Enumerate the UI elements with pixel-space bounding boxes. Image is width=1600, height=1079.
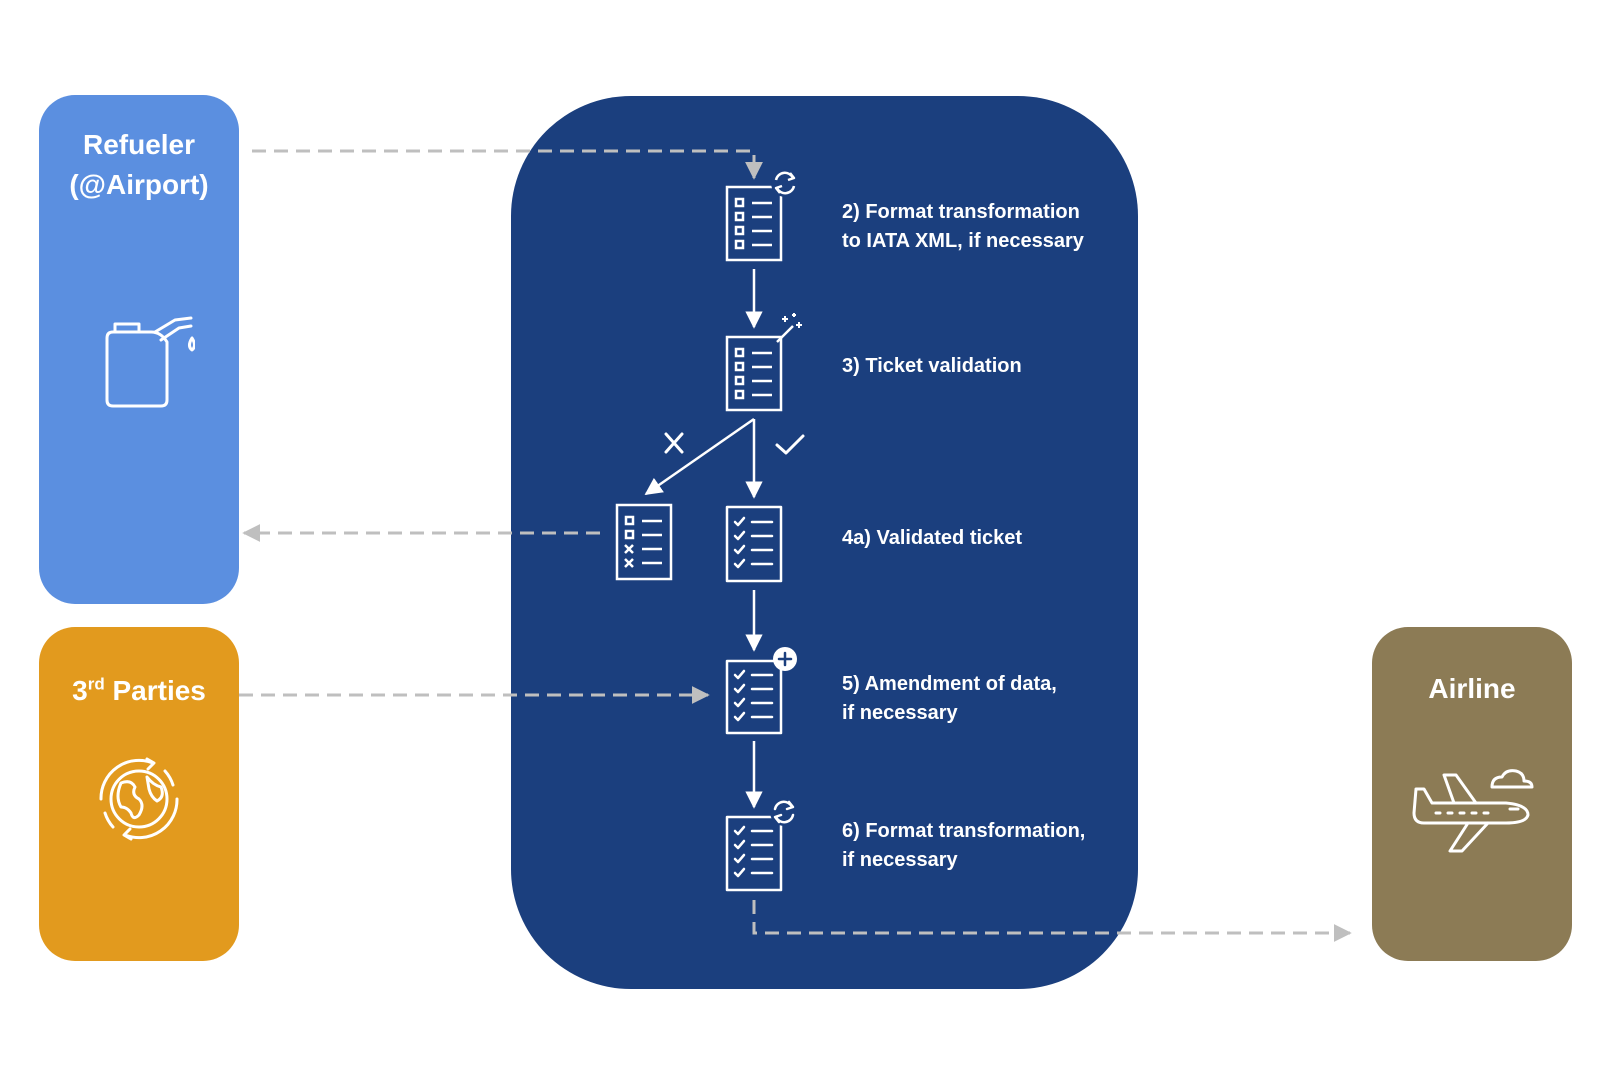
refueler-to-step2-connector [252,149,763,180]
checked-list-icon [725,505,783,583]
add-data-icon [725,647,797,735]
check-icon [775,434,805,455]
refueler-title: Refueler (@Airport) [69,129,209,200]
globe-icon [99,757,179,841]
step3-to-rejected-arrow [644,417,755,496]
rejected-list-icon [615,503,673,581]
fuel-can-icon [105,316,195,408]
format-transform-icon [725,798,798,892]
airline-title: Airline [1428,673,1516,704]
third-parties-title: 3rd Parties [72,674,206,706]
refueler-box: Refueler (@Airport) [39,95,239,604]
step5-label: 5) Amendment of data, if necessary [842,673,1057,724]
step4a-label: 4a) Validated ticket [842,527,1023,549]
airline-box: Airline [1372,627,1572,961]
third-parties-box: 3rd Parties [39,627,239,961]
step6-to-airline-connector [752,900,1352,942]
validation-wand-icon [725,313,802,412]
cross-icon [664,432,684,454]
step6-label: 6) Format transformation, if necessary [842,820,1086,871]
step3-label: 3) Ticket validation [842,355,1022,377]
process-panel [511,96,1138,989]
step2-label: 2) Format transformation to IATA XML, if… [842,201,1084,252]
airplane-icon [1412,769,1534,853]
format-transform-icon [725,169,799,262]
